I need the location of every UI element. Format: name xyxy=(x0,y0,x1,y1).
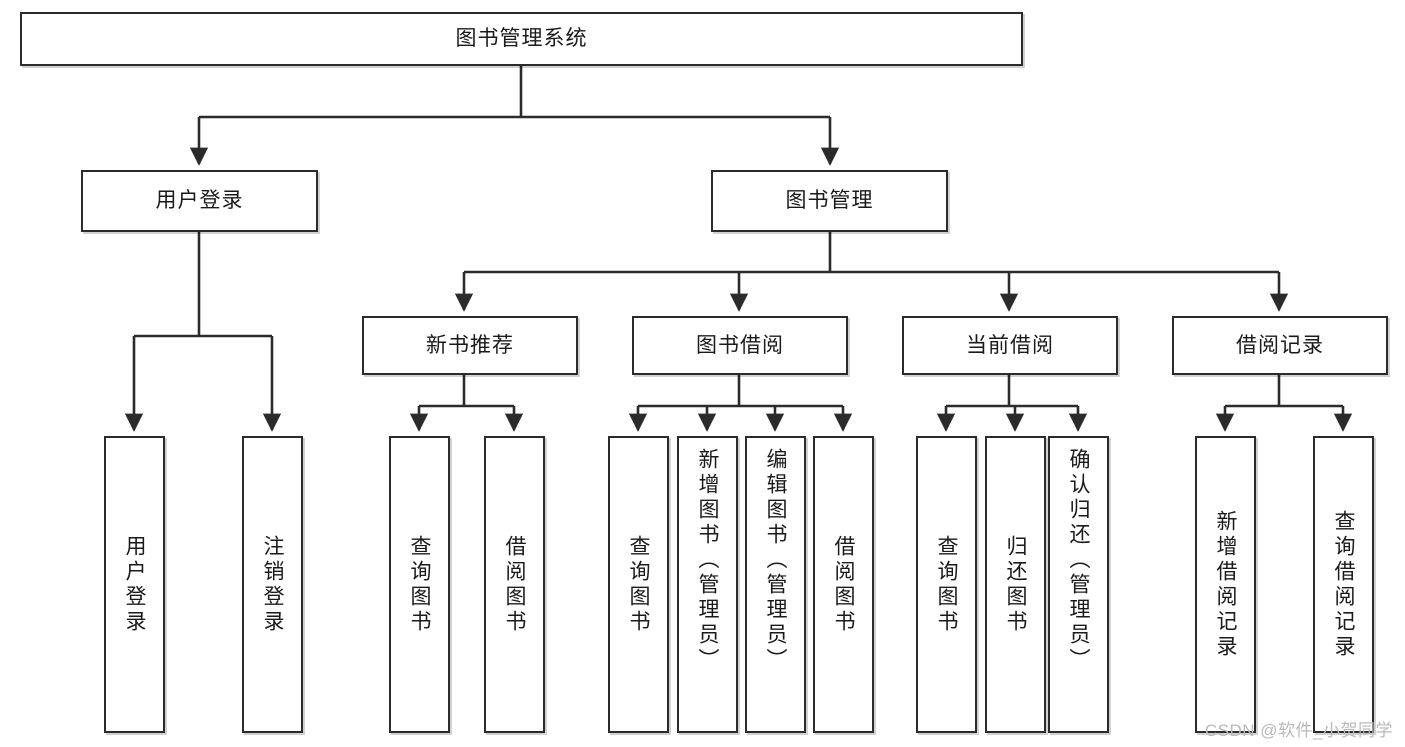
leaf-current-return-book-label: 归还图书 xyxy=(1004,534,1027,635)
node-book-borrow-label: 图书借阅 xyxy=(696,333,784,357)
leaf-borrow-add-book-label: 新增图书（管理员） xyxy=(696,448,719,673)
leaf-current-confirm-return-label: 确认归还（管理员） xyxy=(1067,448,1090,673)
leaf-record-add-label: 新增借阅记录 xyxy=(1214,509,1237,660)
leaf-borrow-borrow-book[interactable]: 借阅图书 xyxy=(813,436,874,733)
node-user-login-label: 用户登录 xyxy=(155,189,244,213)
node-new-book-recommend[interactable]: 新书推荐 xyxy=(362,316,578,375)
node-new-book-recommend-label: 新书推荐 xyxy=(426,333,514,357)
leaf-user-login-logout-label: 注销登录 xyxy=(261,534,284,635)
leaf-new-book-query[interactable]: 查询图书 xyxy=(389,436,450,733)
leaf-user-login-login[interactable]: 用户登录 xyxy=(104,436,165,733)
node-user-login[interactable]: 用户登录 xyxy=(81,170,318,232)
node-current-borrow[interactable]: 当前借阅 xyxy=(902,316,1118,375)
leaf-current-query-book-label: 查询图书 xyxy=(935,534,958,635)
leaf-borrow-add-book[interactable]: 新增图书（管理员） xyxy=(677,436,738,733)
node-borrow-record[interactable]: 借阅记录 xyxy=(1172,316,1388,375)
leaf-borrow-query-book[interactable]: 查询图书 xyxy=(608,436,669,733)
leaf-record-query[interactable]: 查询借阅记录 xyxy=(1313,436,1374,733)
leaf-current-confirm-return[interactable]: 确认归还（管理员） xyxy=(1048,436,1109,733)
leaf-current-return-book[interactable]: 归还图书 xyxy=(985,436,1046,733)
leaf-borrow-edit-book[interactable]: 编辑图书（管理员） xyxy=(745,436,806,733)
node-book-borrow[interactable]: 图书借阅 xyxy=(632,316,848,375)
leaf-borrow-query-book-label: 查询图书 xyxy=(627,534,650,635)
node-book-management-label: 图书管理 xyxy=(785,189,874,213)
watermark-text: CSDN @软件_小贺同学 xyxy=(1204,721,1393,740)
leaf-new-book-borrow-label: 借阅图书 xyxy=(503,534,526,635)
node-borrow-record-label: 借阅记录 xyxy=(1236,333,1324,357)
node-root[interactable]: 图书管理系统 xyxy=(20,12,1023,66)
leaf-user-login-login-label: 用户登录 xyxy=(123,534,146,635)
leaf-borrow-borrow-book-label: 借阅图书 xyxy=(832,534,855,635)
node-current-borrow-label: 当前借阅 xyxy=(966,333,1054,357)
leaf-record-query-label: 查询借阅记录 xyxy=(1332,509,1355,660)
leaf-new-book-query-label: 查询图书 xyxy=(408,534,431,635)
node-root-label: 图书管理系统 xyxy=(455,27,588,51)
leaf-current-query-book[interactable]: 查询图书 xyxy=(916,436,977,733)
leaf-record-add[interactable]: 新增借阅记录 xyxy=(1195,436,1256,733)
leaf-new-book-borrow[interactable]: 借阅图书 xyxy=(484,436,545,733)
leaf-user-login-logout[interactable]: 注销登录 xyxy=(242,436,303,733)
leaf-borrow-edit-book-label: 编辑图书（管理员） xyxy=(764,448,787,673)
node-book-management[interactable]: 图书管理 xyxy=(711,170,948,232)
